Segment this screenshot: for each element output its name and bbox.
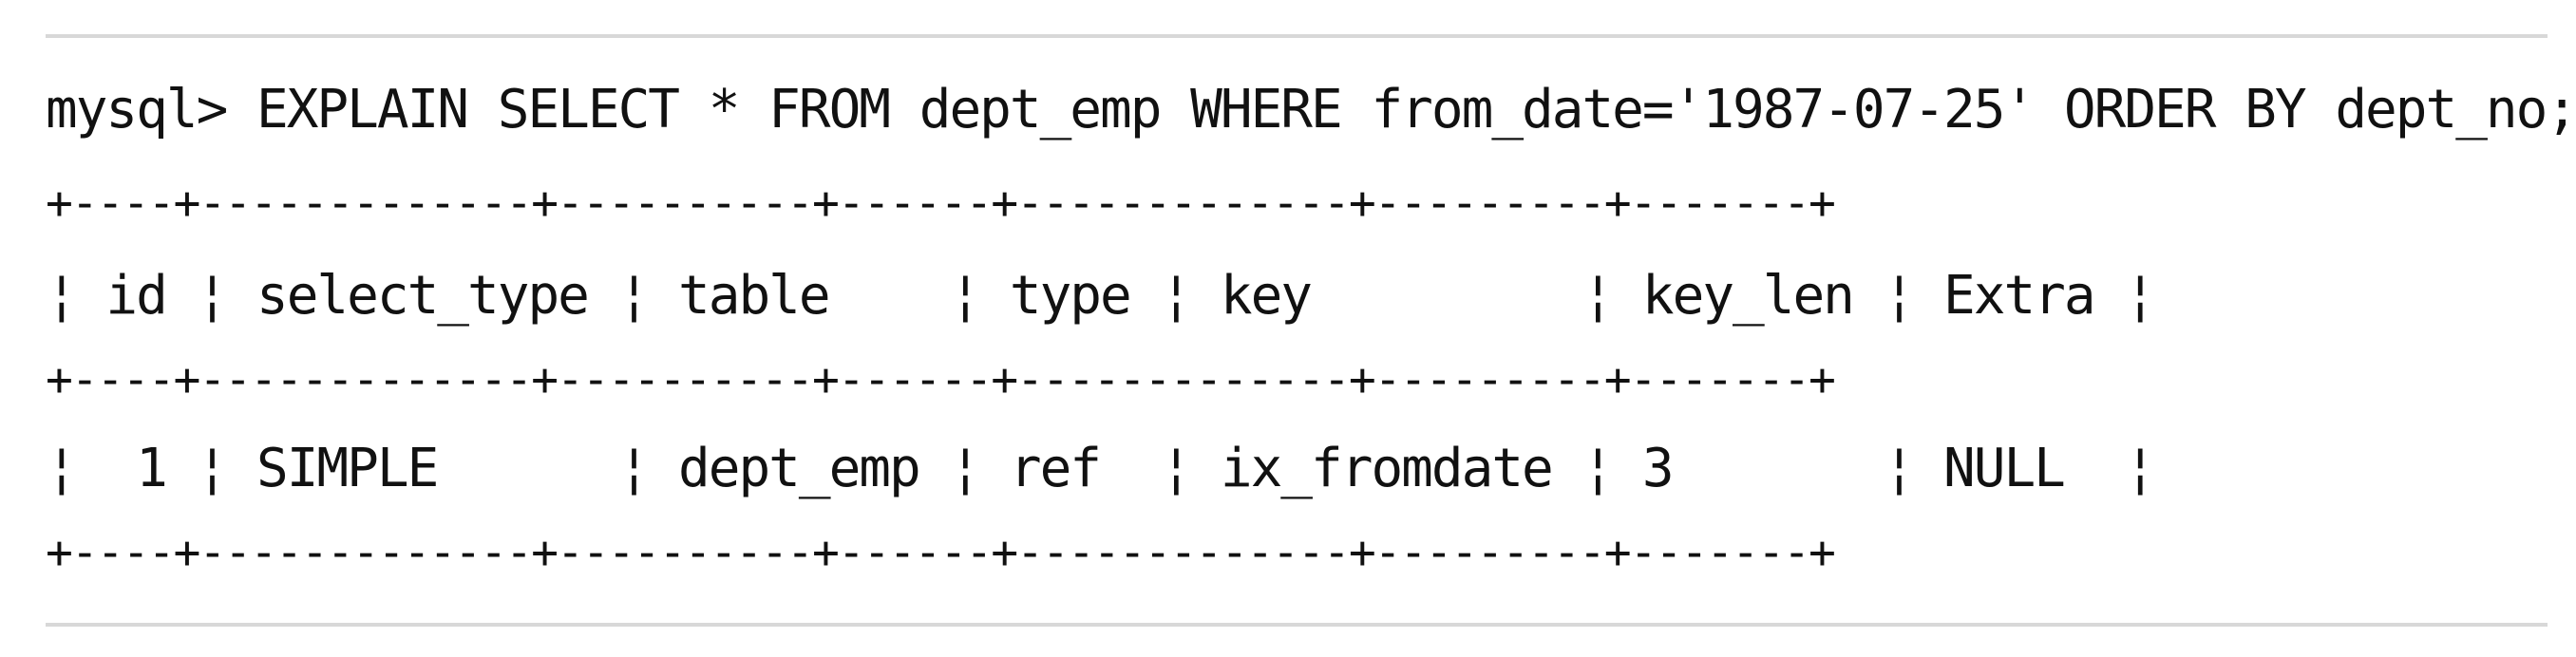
table-header-row: ¦ id ¦ select_type ¦ table ¦ type ¦ key … xyxy=(46,265,2156,327)
table-border-top: +----+-------------+----------+------+--… xyxy=(46,177,1836,230)
top-divider xyxy=(46,34,2548,38)
bottom-divider xyxy=(46,623,2548,627)
table-border-bottom: +----+-------------+----------+------+--… xyxy=(46,526,1836,579)
table-border-middle: +----+-------------+----------+------+--… xyxy=(46,353,1836,406)
table-row: ¦ 1 ¦ SIMPLE ¦ dept_emp ¦ ref ¦ ix_fromd… xyxy=(46,438,2156,499)
query-command-line: mysql> EXPLAIN SELECT * FROM dept_emp WH… xyxy=(46,79,2576,141)
